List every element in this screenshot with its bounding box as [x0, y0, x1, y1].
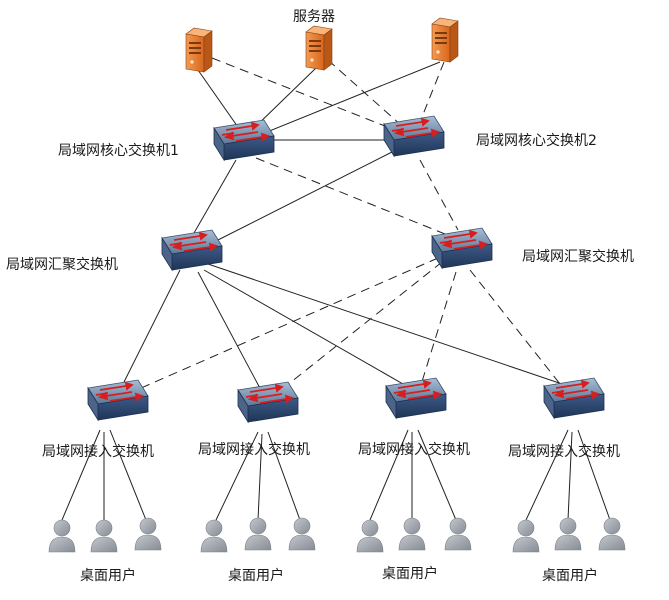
access-switch-label: 局域网接入交换机 [198, 442, 310, 458]
core-switch-1-label: 局域网核心交换机1 [58, 143, 179, 159]
backup-server2-core2 [327, 59, 403, 127]
backup-agg2-access1 [131, 257, 439, 393]
link-agg1-access4 [207, 263, 566, 386]
backup-core1-agg2 [255, 157, 451, 237]
user-icon [356, 519, 384, 553]
desktop-user-label: 桌面用户 [382, 566, 438, 582]
user-icon [244, 517, 272, 551]
user-icon [200, 519, 228, 553]
switch-icon-access3 [385, 377, 447, 419]
switch-icon-core1 [213, 119, 275, 161]
agg-switch-2-label: 局域网汇聚交换机 [522, 249, 634, 265]
switch-icon-agg1 [161, 229, 223, 271]
backup-agg2-access2 [275, 261, 443, 395]
link-access4-user2 [567, 431, 573, 521]
agg-switch-1-label: 局域网汇聚交换机 [6, 257, 118, 273]
backup-agg2-access3 [419, 271, 457, 389]
backup-lines [131, 57, 561, 395]
switch-icon-access1 [87, 379, 149, 421]
link-access1-user1 [61, 429, 101, 521]
user-icon [90, 519, 118, 553]
user-icon [598, 517, 626, 551]
link-access2-user2 [257, 433, 263, 521]
link-server3-core1 [261, 61, 441, 135]
backup-agg2-access4 [469, 269, 561, 385]
desktop-user-label: 桌面用户 [542, 568, 598, 584]
link-core2-agg1 [209, 151, 393, 245]
server-icon [431, 17, 459, 63]
switches [87, 115, 605, 423]
link-access1-user3 [109, 429, 147, 521]
user-icon [48, 519, 76, 553]
link-access2-user1 [215, 431, 259, 521]
connection-lines [61, 61, 611, 521]
backup-core2-agg2 [419, 159, 459, 231]
users [48, 517, 626, 553]
backup-server1-core2 [211, 57, 391, 129]
link-access4-user1 [525, 429, 569, 521]
user-icon [554, 517, 582, 551]
server-label: 服务器 [293, 9, 335, 25]
backup-server3-core2 [419, 61, 445, 123]
access-switch-label: 局域网接入交换机 [358, 442, 470, 458]
link-agg1-access2 [197, 271, 263, 393]
link-access3-user3 [417, 429, 457, 521]
switch-icon-core2 [383, 115, 445, 157]
switch-icon-access4 [543, 377, 605, 419]
link-server1-core1 [197, 69, 241, 131]
core-switch-2-label: 局域网核心交换机2 [476, 133, 597, 149]
server-icon [305, 25, 333, 71]
desktop-user-label: 桌面用户 [228, 568, 284, 584]
server-icon [185, 27, 213, 73]
user-icon [444, 517, 472, 551]
link-access2-user3 [267, 431, 301, 521]
user-icon [398, 517, 426, 551]
user-icon [134, 517, 162, 551]
access-switch-label: 局域网接入交换机 [42, 444, 154, 460]
user-icon [512, 519, 540, 553]
access-switch-label: 局域网接入交换机 [508, 444, 620, 460]
user-icon [288, 517, 316, 551]
link-access4-user3 [577, 429, 611, 521]
switch-icon-agg2 [431, 227, 493, 269]
link-agg1-access1 [119, 269, 181, 391]
desktop-user-label: 桌面用户 [80, 568, 136, 584]
switch-icon-access2 [237, 381, 299, 423]
link-agg1-access3 [203, 269, 411, 389]
link-access3-user1 [369, 429, 409, 521]
link-core1-agg1 [189, 159, 237, 241]
